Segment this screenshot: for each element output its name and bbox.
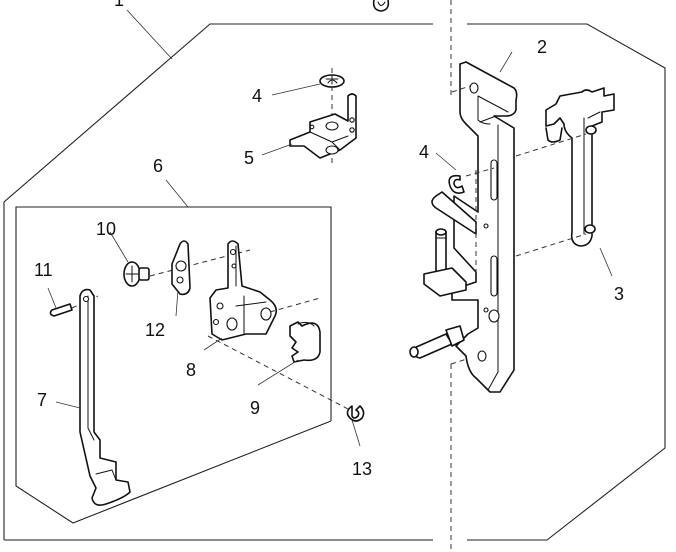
part-11-pin <box>49 303 73 317</box>
callout-4-plate: 4 <box>419 142 429 162</box>
part-4-plate-ering <box>448 174 465 194</box>
part-13-lower-ering <box>346 405 365 422</box>
callout-2: 2 <box>537 37 547 57</box>
callout-13: 13 <box>352 459 372 479</box>
callout-11: 11 <box>34 260 53 280</box>
part-12-small-link <box>171 240 191 296</box>
part-7-long-lever <box>79 288 131 506</box>
callout-4-upper: 4 <box>252 86 262 106</box>
part-2-upper-shaft <box>423 228 467 297</box>
part-10-shoulder-screw <box>123 261 150 287</box>
assembly-frame-left <box>3 23 433 541</box>
callout-9: 9 <box>250 398 260 418</box>
assembly-frame-right <box>467 23 666 541</box>
callout-6: 6 <box>153 156 163 176</box>
part-3-lever-bracket <box>545 87 615 247</box>
part-8-holder-block <box>209 240 278 341</box>
part-9-cam-collar <box>289 321 321 363</box>
subassembly-frame <box>15 206 332 524</box>
callout-7: 7 <box>37 390 47 410</box>
part-2-vertical-plate <box>443 61 518 393</box>
callout-5: 5 <box>244 148 254 168</box>
screw-top-partial <box>372 0 390 12</box>
part-5-angle-bracket <box>289 93 357 159</box>
callout-12: 12 <box>145 320 165 340</box>
callout-10: 10 <box>96 219 116 239</box>
callout-3: 3 <box>614 284 624 304</box>
leader-lines <box>47 9 613 447</box>
part-2-lower-pin <box>409 325 465 359</box>
callout-1: 1 <box>114 0 124 10</box>
callout-8: 8 <box>186 360 196 380</box>
